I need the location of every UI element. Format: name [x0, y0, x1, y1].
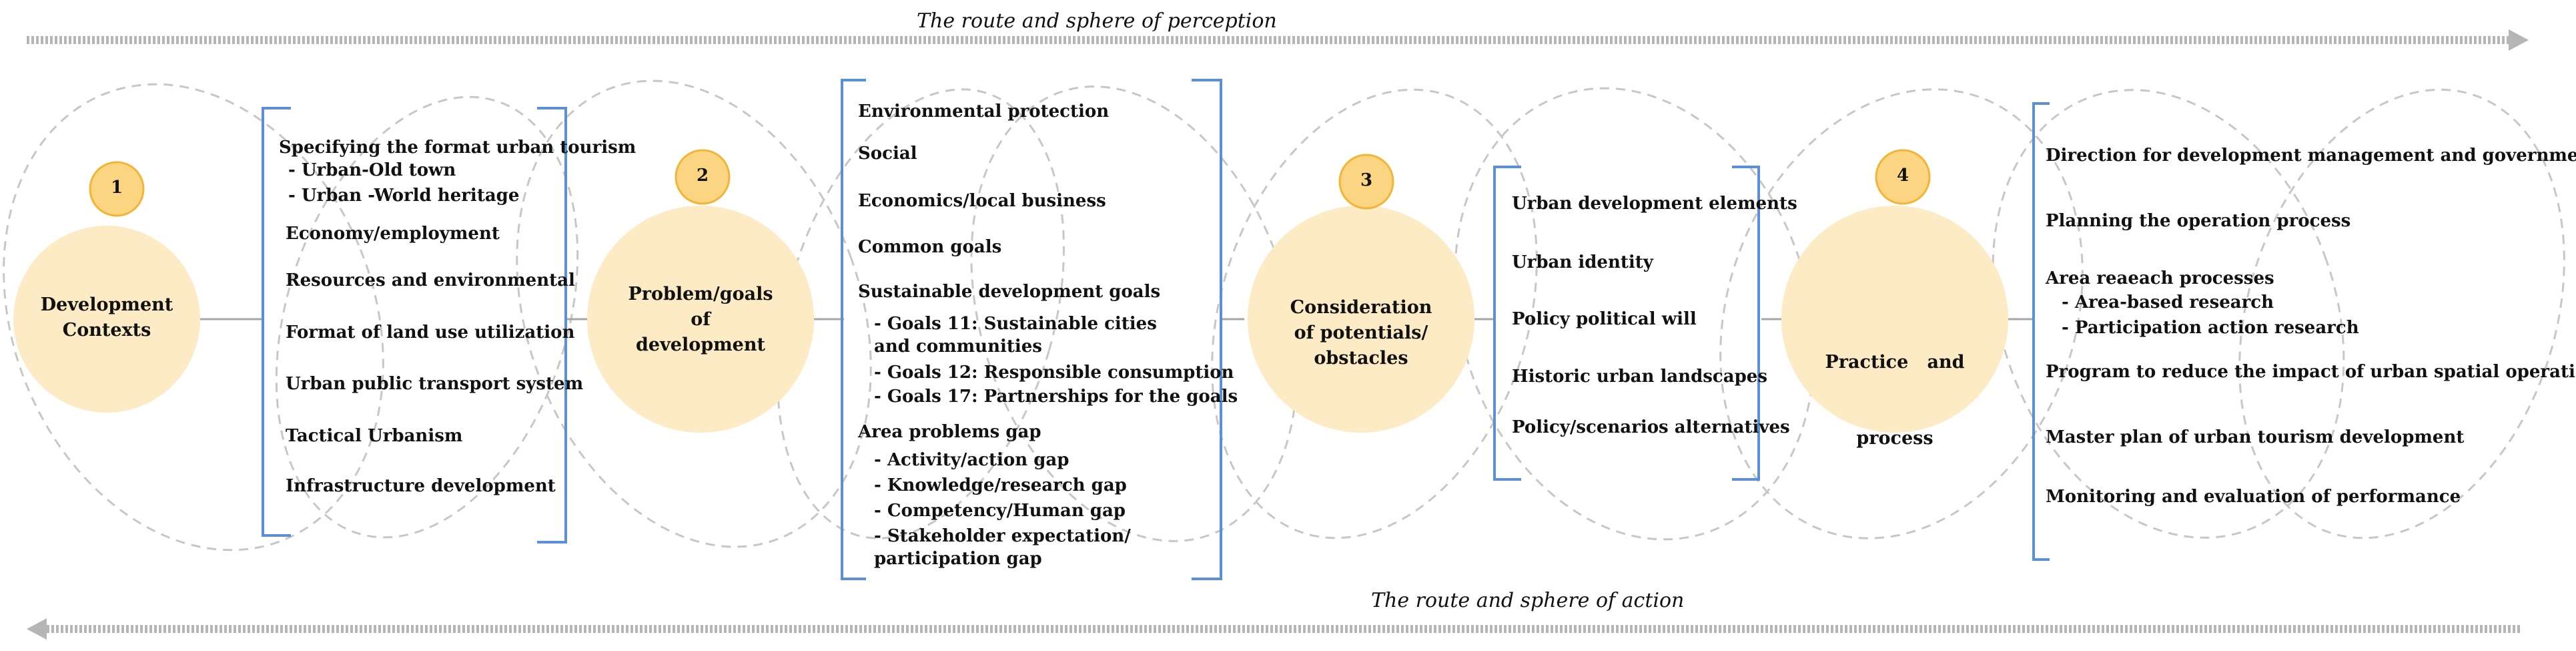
stage-2-sdg-subitem: - Goals 17: Partnerships for the goals — [874, 387, 1238, 407]
stage-1-item: Resources and environmental — [286, 270, 575, 290]
stage-3-circle — [1248, 206, 1474, 433]
stage-4-badge — [1875, 149, 1931, 205]
stage-2-item: Environmental protection — [858, 101, 1110, 122]
stage-2-item: Common goals — [858, 237, 1002, 257]
route-top-label: The route and sphere of perception — [917, 9, 1277, 33]
stage-3-item: Urban development elements — [1512, 194, 1797, 214]
stage-2-gap-subitem: - Stakeholder expectation/ participation… — [874, 526, 1131, 569]
stage-3-badge — [1338, 154, 1394, 210]
stage-2-item: Social — [858, 144, 917, 164]
brackets — [262, 79, 2050, 580]
stage-4-item: Planning the operation process — [2046, 211, 2351, 231]
stage-1-item: Urban public transport system — [286, 374, 584, 394]
stage-1-item: Tactical Urbanism — [286, 426, 463, 446]
stage-2-title: Problem/goals of development — [628, 284, 773, 355]
stage-3-title: Consideration of potentials/ obstacles — [1290, 297, 1432, 369]
route-arrow-bottom — [27, 618, 2522, 640]
stage-4-subitem: - Area-based research — [2062, 292, 2274, 312]
stage-3-item: Historic urban landscapes — [1512, 367, 1767, 387]
stage-2-item: Area problems gap — [858, 422, 1041, 442]
stage-4-item: Master plan of urban tourism development — [2046, 427, 2465, 447]
stage-2-gap-subitem: - Competency/Human gap — [874, 501, 1126, 521]
stage-4-item: Direction for development management and… — [2046, 146, 2576, 166]
stage-2-circle — [587, 206, 814, 433]
stage-1-badge — [89, 161, 145, 217]
stage-1-title: Development Contexts — [40, 294, 173, 341]
stage-4-number: 4 — [1896, 166, 1909, 186]
stage-3-item: Policy political will — [1512, 309, 1697, 329]
stage-4-title: Practice and process — [1825, 352, 1965, 449]
stage-4-subitem: - Participation action research — [2062, 318, 2359, 338]
stage-2-item: Economics/local business — [858, 191, 1106, 211]
stage-1-subitem: - Urban-Old town — [288, 160, 456, 180]
stage-4-circle — [1781, 206, 2008, 433]
stage-1-number: 1 — [110, 178, 123, 198]
stage-4-item: Monitoring and evaluation of performance — [2046, 487, 2461, 507]
stage-2-item: Sustainable development goals — [858, 282, 1161, 302]
route-arrow-top — [27, 29, 2529, 51]
stage-1-item: Format of land use utilization — [286, 322, 575, 343]
stage-2-number: 2 — [696, 166, 709, 186]
stage-1-item: Infrastructure development — [286, 476, 556, 496]
stage-3-item: Urban identity — [1512, 252, 1653, 272]
stage-3-number: 3 — [1360, 170, 1373, 190]
stage-4-item: Area reaeach processes — [2046, 268, 2274, 288]
stage-2-badge — [675, 149, 731, 205]
stage-2-gap-subitem: - Knowledge/research gap — [874, 475, 1127, 495]
route-bottom-label: The route and sphere of action — [1371, 589, 1685, 612]
stage-2-sdg-subitem: - Goals 11: Sustainable cities and commu… — [874, 314, 1157, 357]
stage-4-item: Program to reduce the impact of urban sp… — [2046, 362, 2576, 382]
stage-1-circle — [13, 226, 200, 413]
stage-1-item: Specifying the format urban tourism — [279, 138, 636, 158]
stage-1-subitem: - Urban -World heritage — [288, 186, 520, 206]
stage-1-item: Economy/employment — [286, 224, 500, 244]
stage-2-sdg-subitem: - Goals 12: Responsible consumption — [874, 363, 1234, 383]
stage-3-item: Policy/scenarios alternatives — [1512, 417, 1790, 437]
stage-2-gap-subitem: - Activity/action gap — [874, 450, 1069, 470]
